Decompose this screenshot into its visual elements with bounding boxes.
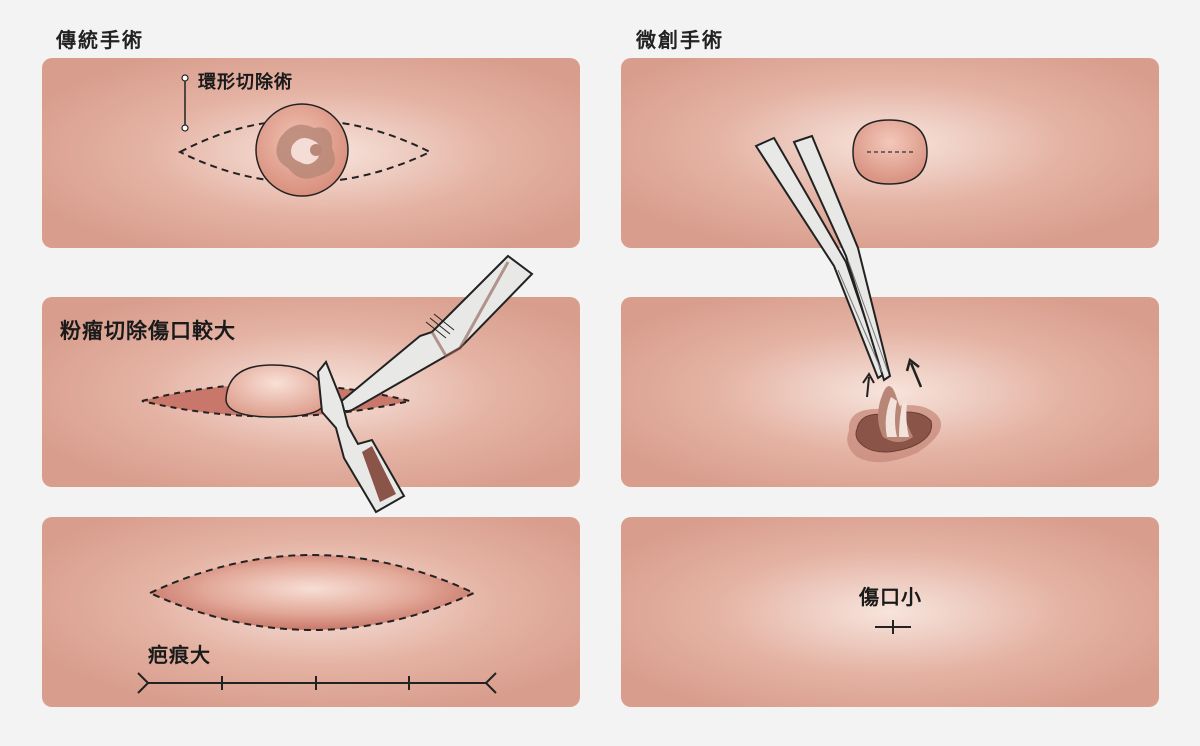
traditional-panel-1-illustration (42, 58, 580, 248)
mis-panel-1 (621, 58, 1159, 248)
incision-line (177, 119, 433, 184)
label-large-scar: 疤痕大 (148, 643, 211, 667)
mis-panel-2-illustration (621, 297, 1159, 487)
column-title-minimally-invasive: 微創手術 (636, 28, 724, 52)
small-scar-mark (875, 620, 911, 634)
column-title-traditional: 傳統手術 (56, 28, 144, 52)
pointer-marker (181, 74, 189, 132)
traditional-panel-3-illustration (42, 517, 580, 707)
mis-panel-2 (621, 297, 1159, 487)
traditional-panel-2: 粉瘤切除傷口較大 (42, 297, 580, 487)
scar-shape (147, 554, 477, 631)
cyst-icon (852, 119, 928, 185)
mis-panel-3-illustration (621, 517, 1159, 707)
label-circular-excision: 環形切除術 (198, 72, 293, 93)
cyst-icon (255, 103, 349, 197)
traditional-panel-1: 環形切除術 (42, 58, 580, 248)
label-small-wound: 傷口小 (859, 585, 922, 609)
mis-panel-1-illustration (621, 58, 1159, 248)
traditional-panel-3: 疤痕大 (42, 517, 580, 707)
mis-panel-3: 傷口小 (621, 517, 1159, 707)
scale-ruler (137, 672, 497, 694)
label-large-wound: 粉瘤切除傷口較大 (60, 319, 236, 343)
extracted-tissue (878, 386, 913, 442)
